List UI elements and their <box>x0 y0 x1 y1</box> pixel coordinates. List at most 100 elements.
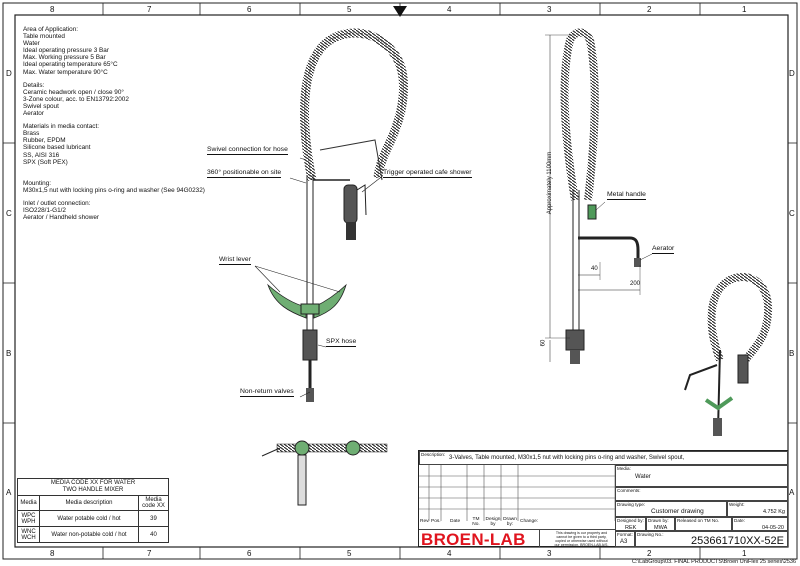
note-title: Materials in media contact: <box>23 123 100 131</box>
header-media: Media <box>17 495 40 511</box>
description-text: 3-Valves, Table mounted, M30x1,5 nut wit… <box>449 455 685 461</box>
zone-col: 5 <box>347 5 352 14</box>
centering-mark <box>393 6 407 17</box>
wrist-lever-left <box>267 283 307 319</box>
note-line: Max. Working pressure 5 Bar <box>23 54 106 62</box>
note-line: Rubber, EPDM <box>23 137 66 145</box>
note-line: Ideal operating pressure 3 Bar <box>23 47 109 55</box>
disclaimer: This drawing is our property and cannot … <box>539 529 615 547</box>
note-line: Aerator / Handheld shower <box>23 214 100 222</box>
note-line: Table mounted <box>23 33 65 41</box>
note-line: Brass <box>23 130 40 138</box>
zone-row: C <box>6 209 12 218</box>
note-line: Ideal operating temperature 65°C <box>23 61 118 69</box>
drawing-type-cell: Drawing type:Customer drawing <box>615 501 727 517</box>
comments-cell: Comments: <box>615 487 788 501</box>
callout-metal-handle: Metal handle <box>607 191 646 200</box>
dimension-height: Approximately 1100mm <box>547 151 553 215</box>
media-table-subtitle: TWO HANDLE MIXER <box>62 487 124 493</box>
zone-col: 2 <box>647 5 652 14</box>
zone-col: 1 <box>742 5 747 14</box>
broen-lab-logo: BROEN-LAB <box>421 530 526 549</box>
zone-col: 6 <box>247 5 252 14</box>
note-line: Silicone based lubricant <box>23 144 91 152</box>
title-block: Description: 3-Valves, Table mounted, M3… <box>418 450 788 549</box>
zone-col: 8 <box>50 549 55 558</box>
weight-cell: Weight:4.752 Kg <box>727 501 788 517</box>
file-path: C:\LabGroup\03. FINAL PRODUCTS\Broen Uni… <box>632 559 796 565</box>
note-line: Water <box>23 40 40 48</box>
note-line: ISO228/1-G1/2 <box>23 206 66 214</box>
description-cell: Description: 3-Valves, Table mounted, M3… <box>419 451 788 465</box>
zone-row: C <box>789 209 795 218</box>
zone-col: 4 <box>447 5 452 14</box>
drawing-number-cell: Drawing No.:253661710XX-52E <box>635 531 788 547</box>
callout-wrist-lever: Wrist lever <box>219 256 251 265</box>
logo-cell: BROEN-LAB <box>419 529 539 549</box>
side-view <box>545 28 653 364</box>
note-line: Ceramic headwork open / close 90° <box>23 88 124 96</box>
note-title: Inlet / outlet connection: <box>23 199 91 207</box>
designed-by-cell: Designed by:REK <box>615 517 646 531</box>
note-group: Mounting:M30x1,5 nut with locking pins o… <box>23 180 243 194</box>
zone-row: B <box>6 349 12 358</box>
zone-col: 3 <box>547 5 552 14</box>
dimension-200: 200 <box>630 281 641 287</box>
note-line: SS, AISI 316 <box>23 151 60 159</box>
note-group: Details:Ceramic headwork open / close 90… <box>23 82 243 117</box>
zone-col: 5 <box>347 549 352 558</box>
note-title: Area of Application: <box>23 26 79 33</box>
callout-spx-hose: SPX hose <box>326 338 357 347</box>
top-view <box>261 440 388 506</box>
zone-row: D <box>789 69 795 78</box>
zone-row: A <box>6 488 12 497</box>
zone-col: 6 <box>247 549 252 558</box>
media-cell: Media:Water <box>615 465 788 487</box>
zone-row: A <box>789 488 795 497</box>
callout-trigger-shower: Trigger operated cafe shower <box>383 169 472 178</box>
note-line: M30x1,5 nut with locking pins o-ring and… <box>23 186 205 194</box>
format-cell: Format:A3 <box>615 531 635 547</box>
note-line: Swivel spout <box>23 102 59 110</box>
header-description: Media description <box>39 495 139 511</box>
zone-col: 4 <box>447 549 452 558</box>
drawn-by-cell: Drawn by:MWA <box>646 517 675 531</box>
isometric-view <box>684 273 773 436</box>
zone-row: B <box>789 349 795 358</box>
note-title: Mounting: <box>23 179 52 187</box>
zone-col: 1 <box>742 549 747 558</box>
note-line: Aerator <box>23 110 44 118</box>
shower-handle <box>343 184 358 224</box>
callout-non-return-valves: Non-return valves <box>240 388 294 397</box>
drawing-number: 253661710XX-52E <box>691 535 784 547</box>
zone-col: 3 <box>547 549 552 558</box>
date-cell: Date:04-05-20 <box>732 517 788 531</box>
note-title: Details: <box>23 81 45 89</box>
dimension-40: 40 <box>591 266 598 272</box>
callout-aerator: Aerator <box>652 245 675 254</box>
released-cell: Released on TM No. <box>675 517 732 531</box>
front-view <box>267 28 408 402</box>
callout-swivel-connection: Swivel connection for hose <box>207 146 288 155</box>
note-line: Max. Water temperature 90°C <box>23 68 108 76</box>
note-line: SPX (Soft PEX) <box>23 158 68 166</box>
zone-row: D <box>6 69 12 78</box>
revision-grid <box>419 465 615 521</box>
header-code: Media code XX <box>138 495 169 511</box>
dimension-60: 60 <box>540 339 547 347</box>
zone-col: 2 <box>647 549 652 558</box>
zone-col: 7 <box>147 549 152 558</box>
zone-col: 7 <box>147 5 152 14</box>
revision-headers: Rev. Pos. Date TM No. Design by Drawn by… <box>420 517 539 527</box>
note-line: 3-Zone colour, acc. to EN13792:2002 <box>23 95 129 103</box>
media-table-title: MEDIA CODE XX FOR WATER <box>50 480 136 486</box>
